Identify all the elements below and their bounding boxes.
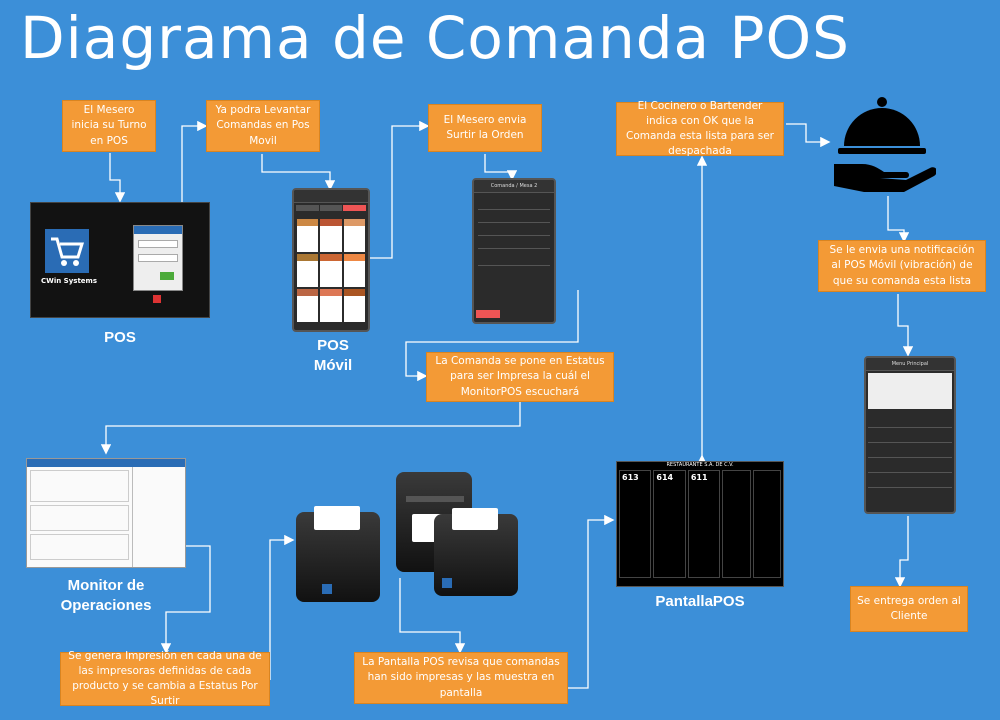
line-step3-phone2 bbox=[484, 154, 518, 181]
pos-screenshot: CWin Systems bbox=[30, 202, 210, 318]
printer-left bbox=[296, 506, 380, 602]
step-5-text: Se le envia una notificación al POS Móvi… bbox=[829, 244, 975, 287]
order-col-2: 614 bbox=[653, 470, 686, 578]
step-4-text: El Cocinero o Bartender indica con OK qu… bbox=[626, 99, 774, 158]
line-printers-step8 bbox=[399, 578, 466, 654]
diagram-title: Diagrama de Comanda POS bbox=[20, 4, 850, 72]
step-6-text: La Comanda se pone en Estatus para ser I… bbox=[435, 355, 605, 398]
line-step5-phone3 bbox=[897, 294, 914, 357]
line-step7-printers bbox=[269, 534, 295, 680]
pantalla-pos-label: PantallaPOS bbox=[655, 593, 745, 610]
step-8-box: La Pantalla POS revisa que comandas han … bbox=[354, 652, 568, 704]
cloche-hand-icon bbox=[834, 97, 936, 192]
order-col-3: 611 bbox=[687, 470, 721, 578]
step-1-text: El Mesero inicia su Turno en POS bbox=[71, 104, 147, 147]
phone3-header: Menu Principal bbox=[866, 358, 954, 371]
step-9-box: Se entrega orden al Cliente bbox=[850, 586, 968, 632]
monitor-screenshot bbox=[26, 458, 186, 568]
order-col-1: 613 bbox=[619, 470, 652, 578]
line-phone-step3 bbox=[370, 120, 430, 259]
line-step8-screen bbox=[568, 514, 615, 689]
pos-label: POS bbox=[104, 329, 136, 346]
step-6-box: La Comanda se pone en Estatus para ser I… bbox=[426, 352, 614, 402]
step-2-text: Ya podra Levantar Comandas en Pos Movil bbox=[215, 104, 311, 147]
pos-movil-label-line1: POS bbox=[317, 337, 349, 354]
step-7-box: Se genera Impresión en cada una de las i… bbox=[60, 650, 270, 707]
phone2-header: Comanda / Mesa 2 bbox=[474, 180, 554, 193]
pos-login-panel bbox=[133, 225, 183, 291]
step-3-box: El Mesero envia Surtir la Orden bbox=[428, 104, 542, 152]
monitor-label: Monitor de Operaciones bbox=[40, 576, 172, 617]
order-phone-screenshot: Comanda / Mesa 2 bbox=[472, 178, 556, 324]
line-step6-monitor bbox=[100, 402, 521, 455]
line-step1-pos bbox=[109, 153, 126, 203]
step-8-text: La Pantalla POS revisa que comandas han … bbox=[362, 656, 560, 699]
phone1-header bbox=[294, 190, 368, 203]
pos-movil-label: POS Móvil bbox=[296, 336, 370, 377]
step-7-text: Se genera Impresión en cada una de las i… bbox=[68, 649, 262, 708]
shopping-cart-icon bbox=[51, 237, 85, 266]
line-monitor-step7 bbox=[160, 545, 211, 654]
step-4-box: El Cocinero o Bartender indica con OK qu… bbox=[616, 100, 784, 157]
monitor-label-line1: Monitor de bbox=[67, 577, 145, 594]
pantalla-pos-screenshot: RESTAURANTE S.A. DE C.V. 613 614 611 bbox=[616, 461, 784, 587]
cart-logo bbox=[45, 229, 89, 273]
step-2-box: Ya podra Levantar Comandas en Pos Movil bbox=[206, 100, 320, 152]
step-9-text: Se entrega orden al Cliente bbox=[857, 594, 961, 622]
line-phone3-step9 bbox=[894, 516, 909, 588]
product-grid bbox=[297, 219, 365, 322]
pos-movil-label-line2: Móvil bbox=[313, 357, 353, 375]
line-step4-cloche bbox=[786, 123, 831, 148]
pos-movil-screenshot bbox=[292, 188, 370, 332]
close-icon bbox=[153, 295, 161, 303]
printer-right bbox=[434, 508, 518, 596]
monitor-label-line2: Operaciones bbox=[60, 597, 152, 615]
step-1-box: El Mesero inicia su Turno en POS bbox=[62, 100, 156, 152]
line-cloche-step5 bbox=[887, 196, 910, 243]
notification-phone-screenshot: Menu Principal bbox=[864, 356, 956, 514]
send-order-button bbox=[476, 310, 500, 318]
line-step2-phone bbox=[261, 154, 336, 191]
line-phone2-step6 bbox=[405, 290, 579, 382]
pos-brand: CWin Systems bbox=[41, 277, 98, 285]
step-5-box: Se le envia una notificación al POS Móvi… bbox=[818, 240, 986, 292]
screen-header: RESTAURANTE S.A. DE C.V. bbox=[666, 462, 734, 468]
step-3-text: El Mesero envia Surtir la Orden bbox=[443, 113, 527, 141]
phone3-settings bbox=[868, 373, 952, 409]
